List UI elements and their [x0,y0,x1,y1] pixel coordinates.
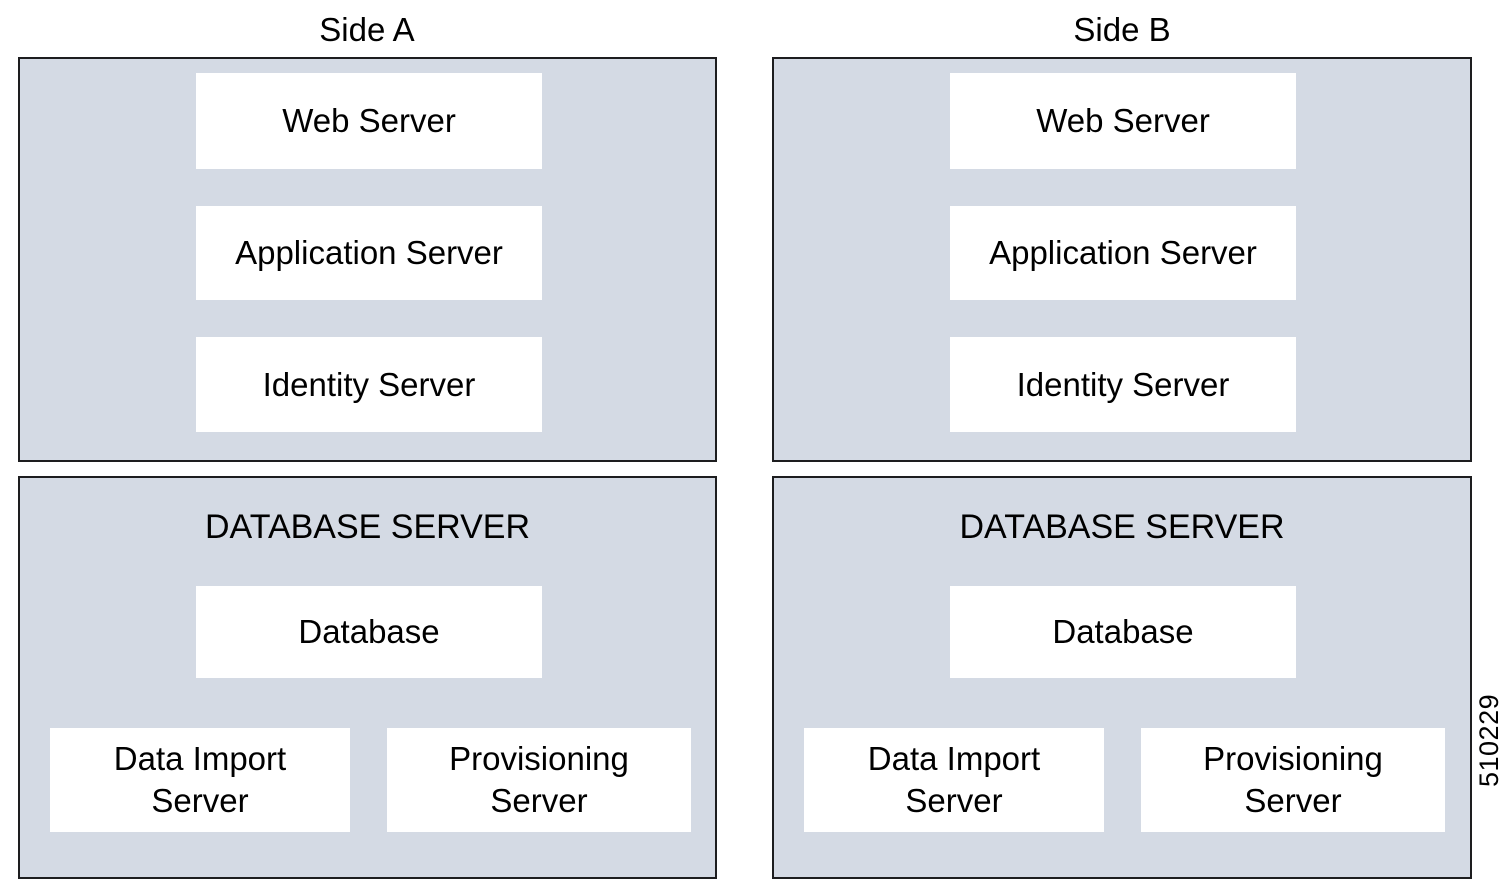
side-a-title: Side A [319,11,415,48]
document-id-label: 510229 [1474,693,1504,787]
side-a-application-tier-panel: Web Server Application Server Identity S… [18,57,717,462]
side-b-title: Side B [1073,11,1171,48]
side-a-data-import-server-line1: Data Import [113,740,287,777]
side-b-provisioning-server-box: Provisioning Server [1141,728,1445,832]
side-a-identity-server-box: Identity Server [196,337,542,432]
side-b-web-server-box: Web Server [950,73,1296,169]
side-b-data-import-server-line2: Server [905,782,1003,819]
side-a-web-server-box: Web Server [196,73,542,169]
side-b-database-box: Database [950,586,1296,678]
side-a-provisioning-server-line1: Provisioning [449,740,629,777]
side-a-database-server-heading: DATABASE SERVER [205,508,530,546]
side-b-database-server-heading: DATABASE SERVER [959,508,1285,546]
side-a-application-server-box: Application Server [196,206,542,300]
side-b-provisioning-server-line1: Provisioning [1203,740,1383,777]
side-b-identity-server-box: Identity Server [950,337,1296,432]
side-b-data-import-server-line1: Data Import [867,740,1041,777]
side-b-application-tier-panel: Web Server Application Server Identity S… [772,57,1472,462]
side-b-application-server-box: Application Server [950,206,1296,300]
side-a-provisioning-server-line2: Server [490,782,588,819]
side-a-database-box: Database [196,586,542,678]
side-b-database-server-panel: DATABASE SERVER Database Data Import Ser… [772,476,1472,879]
side-a-data-import-server-line2: Server [151,782,249,819]
side-b-data-import-server-box: Data Import Server [804,728,1104,832]
side-a-provisioning-server-box: Provisioning Server [387,728,691,832]
side-b-provisioning-server-line2: Server [1244,782,1342,819]
side-a-database-server-panel: DATABASE SERVER Database Data Import Ser… [18,476,717,879]
side-a-data-import-server-box: Data Import Server [50,728,350,832]
